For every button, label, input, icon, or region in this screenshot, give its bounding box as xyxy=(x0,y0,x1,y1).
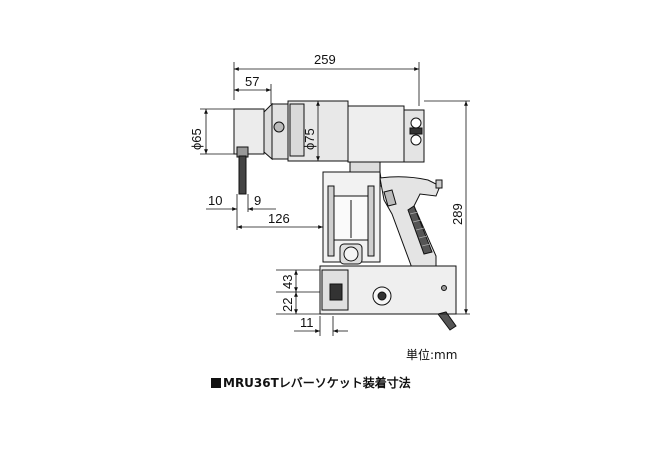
dim-10: 10 xyxy=(208,193,222,208)
dim-22: 22 xyxy=(280,298,295,312)
caption-bullet xyxy=(211,378,221,388)
dim-phi75: ϕ75 xyxy=(302,128,317,150)
dim-phi65: ϕ65 xyxy=(189,128,204,150)
power-cord xyxy=(437,311,457,331)
rotation-switch xyxy=(410,117,422,129)
trigger xyxy=(383,189,397,207)
dim-11: 11 xyxy=(300,315,314,330)
dim-289: 289 xyxy=(450,203,465,225)
dim-126: 126 xyxy=(268,211,290,226)
caption-text: MRU36Tレバーソケット装着寸法 xyxy=(223,376,411,390)
head-unit xyxy=(347,105,405,163)
dim-43: 43 xyxy=(280,275,295,289)
dim-57: 57 xyxy=(245,74,259,89)
unit-note: 単位:mm xyxy=(406,348,458,362)
socket-transition xyxy=(263,102,273,161)
dim-259: 259 xyxy=(314,52,336,67)
dimension-lines xyxy=(200,62,470,336)
figure-caption: MRU36Tレバーソケット装着寸法 xyxy=(211,374,411,391)
dim-9: 9 xyxy=(254,193,261,208)
